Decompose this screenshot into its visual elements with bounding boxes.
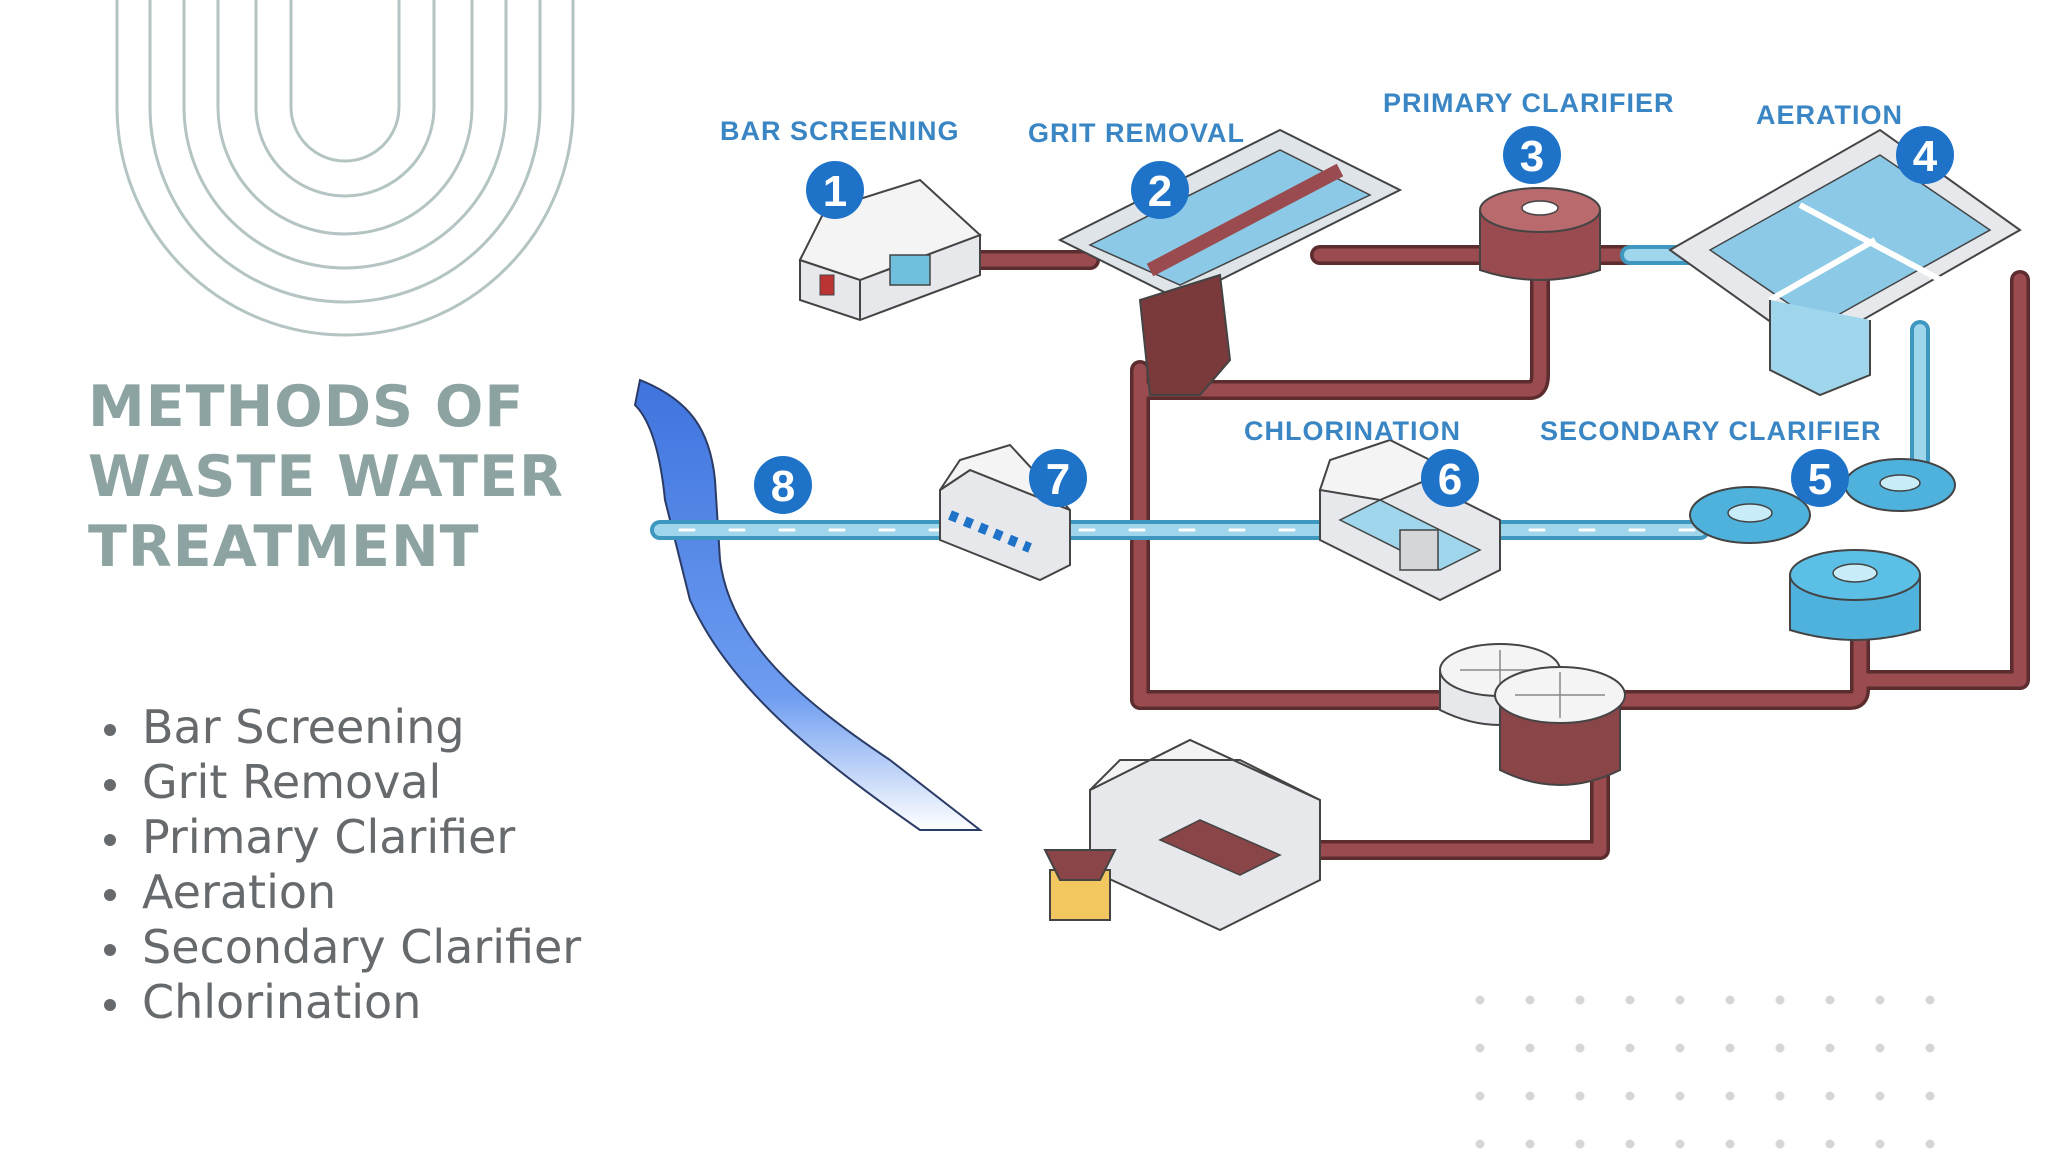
methods-list: Bar Screening Grit Removal Primary Clari… <box>100 700 581 1030</box>
sludge-digesters <box>1439 643 1626 786</box>
grid-dot <box>1625 1139 1635 1149</box>
grid-dot <box>1675 1043 1685 1053</box>
grid-dot <box>1875 1139 1885 1149</box>
grid-dot <box>1625 995 1635 1005</box>
decorative-arches <box>115 0 575 337</box>
step-badge: 3 <box>1503 126 1561 184</box>
arch-3 <box>182 0 508 270</box>
grid-dot <box>1825 1043 1835 1053</box>
grid-dot <box>1625 1091 1635 1101</box>
river <box>633 378 983 831</box>
list-item: Secondary Clarifier <box>100 920 581 975</box>
label-secondary-clarifier: SECONDARY CLARIFIER <box>1540 416 1882 446</box>
label-aeration: AERATION <box>1756 100 1903 130</box>
grid-dot <box>1675 1091 1685 1101</box>
grid-dot <box>1575 1043 1585 1053</box>
treatment-diagram: BAR SCREENING GRIT REMOVAL PRIMARY CLARI… <box>633 88 2030 932</box>
step-badge: 2 <box>1131 161 1189 219</box>
grid-dot <box>1825 1139 1835 1149</box>
grid-dot <box>1675 995 1685 1005</box>
svg-text:2: 2 <box>1148 167 1172 216</box>
grid-dot <box>1625 1043 1635 1053</box>
svg-text:5: 5 <box>1808 455 1832 504</box>
chlorination-building <box>1318 438 1501 602</box>
grid-dot <box>1475 1091 1485 1101</box>
grid-dot <box>1475 1139 1485 1149</box>
grid-dot <box>1925 1091 1935 1101</box>
arch-4 <box>216 0 474 236</box>
aeration-basin <box>1668 128 2022 397</box>
svg-text:1: 1 <box>823 167 847 216</box>
label-bar-screening: BAR SCREENING <box>720 116 960 146</box>
label-chlorination: CHLORINATION <box>1244 416 1461 446</box>
label-grit-removal: GRIT REMOVAL <box>1028 118 1245 148</box>
list-item: Primary Clarifier <box>100 810 581 865</box>
grid-dot <box>1775 995 1785 1005</box>
grid-dot <box>1825 1091 1835 1101</box>
grid-dot <box>1575 995 1585 1005</box>
title-line: WASTE WATER <box>88 444 564 510</box>
step-badge: 7 <box>1029 449 1087 507</box>
list-item: Grit Removal <box>100 755 581 810</box>
step-badge: 8 <box>754 456 812 514</box>
grid-dot <box>1525 1091 1535 1101</box>
grid-dot <box>1925 1043 1935 1053</box>
arch-6 <box>289 0 401 163</box>
grid-dot <box>1775 1091 1785 1101</box>
page-title: METHODS OF WASTE WATER TREATMENT <box>88 372 564 582</box>
list-item: Bar Screening <box>100 700 581 755</box>
arch-5 <box>254 0 436 198</box>
grid-dot <box>1875 1043 1885 1053</box>
secondary-clarifier-tanks <box>1689 458 1956 641</box>
svg-text:4: 4 <box>1913 132 1938 181</box>
grid-dot <box>1475 1043 1485 1053</box>
grid-dot <box>1925 1139 1935 1149</box>
title-line: METHODS OF <box>88 374 525 440</box>
list-item: Chlorination <box>100 975 581 1030</box>
arch-1 <box>115 0 575 337</box>
clean-pipes <box>650 245 1930 540</box>
grid-dot <box>1525 1043 1535 1053</box>
grid-dot <box>1725 995 1735 1005</box>
grid-dot <box>1575 1091 1585 1101</box>
grid-dot <box>1575 1139 1585 1149</box>
grit-removal-channels <box>1057 128 1403 396</box>
grid-dot <box>1525 1139 1535 1149</box>
grid-dot <box>1825 995 1835 1005</box>
svg-text:6: 6 <box>1438 455 1462 504</box>
grid-dot <box>1525 995 1535 1005</box>
grid-dot <box>1925 995 1935 1005</box>
arch-2 <box>148 0 542 304</box>
step-badge: 6 <box>1421 449 1479 507</box>
svg-text:8: 8 <box>771 462 795 511</box>
grid-dot <box>1775 1139 1785 1149</box>
dewatering-building <box>1043 738 1321 932</box>
list-item: Aeration <box>100 865 581 920</box>
step-badge: 5 <box>1791 449 1849 507</box>
grid-dot <box>1475 995 1485 1005</box>
label-primary-clarifier: PRIMARY CLARIFIER <box>1383 88 1675 118</box>
decorative-dot-grid <box>1475 995 1935 1149</box>
grid-dot <box>1725 1139 1735 1149</box>
grid-dot <box>1775 1043 1785 1053</box>
step-badge: 1 <box>806 161 864 219</box>
grid-dot <box>1875 995 1885 1005</box>
svg-text:7: 7 <box>1046 455 1070 504</box>
grid-dot <box>1675 1139 1685 1149</box>
svg-text:3: 3 <box>1520 132 1544 181</box>
step-badge: 4 <box>1896 126 1954 184</box>
title-line: TREATMENT <box>88 514 480 580</box>
grid-dot <box>1725 1043 1735 1053</box>
grid-dot <box>1875 1091 1885 1101</box>
grid-dot <box>1725 1091 1735 1101</box>
primary-clarifier-tank <box>1479 187 1601 281</box>
